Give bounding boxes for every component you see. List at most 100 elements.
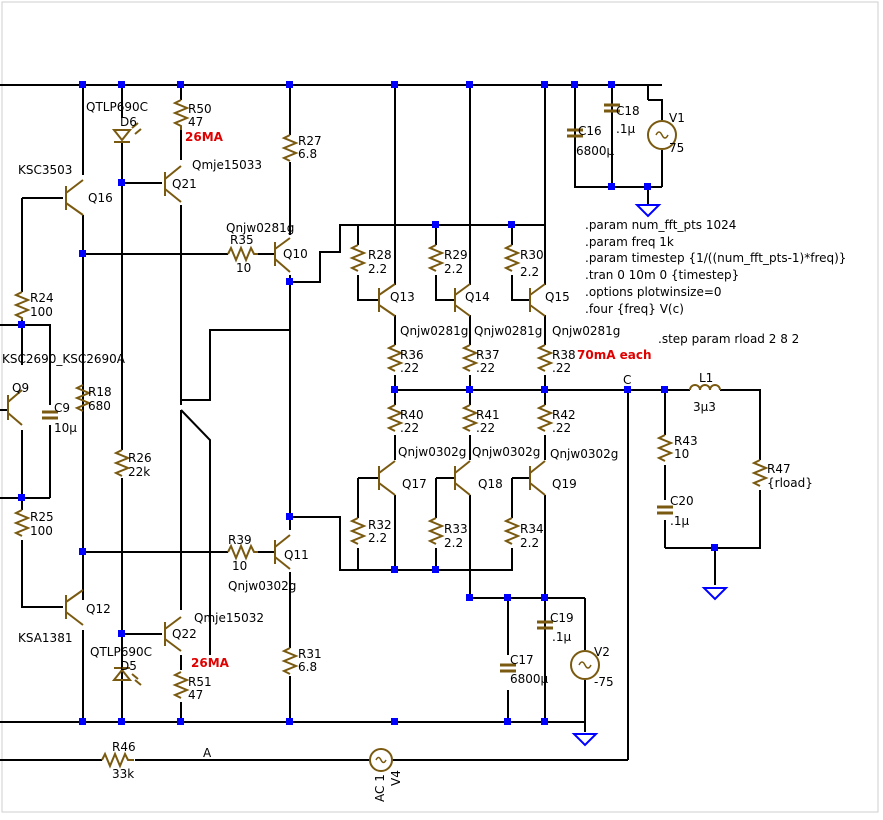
transistor-q21 [164,165,182,203]
transistor-q18 [454,460,471,496]
c9-ref-label: C9 [54,401,70,415]
q21-model-label: Qmje15033 [192,158,262,172]
r50-ref-label: R50 [188,102,212,116]
wires [0,84,761,761]
r24-value-label: 100 [30,305,53,319]
capacitor-c17 [500,663,516,673]
c20-ref-label: C20 [670,494,694,508]
capacitor-c19 [537,620,553,630]
resistor-r42 [536,404,554,432]
resistor-r50 [172,99,190,130]
resistor-r51 [172,671,190,699]
spice-directive-line: .options plotwinsize=0 [585,285,722,299]
c19-ref-label: C19 [550,611,574,625]
r25-value-label: 100 [30,524,53,538]
q10-model-label: Qnjw0281g [226,221,294,235]
q22-model-label: Qmje15032 [194,611,264,625]
d6-model-label: QTLP690C [86,100,148,114]
r39-ref-label: R39 [228,533,252,547]
v4-ref-label: V4 [389,770,403,786]
spice-directive-line: .param freq 1k [585,235,674,249]
spice-directive-line: .param num_fft_pts 1024 [585,218,736,232]
r32-ref-label: R32 [368,518,392,532]
r32-value-label: 2.2 [368,531,387,545]
q15-model-label: Qnjw0281g [552,324,620,338]
bias-current-annotation-bottom: 26MA [191,656,230,670]
r18-ref-label: R18 [88,385,112,399]
r41-value-label: .22 [476,421,495,435]
r34-ref-label: R34 [520,522,544,536]
voltage-source-v1 [647,120,677,150]
led-d5 [111,667,142,686]
r43-ref-label: R43 [674,434,698,448]
r28-value-label: 2.2 [368,262,387,276]
r38-ref-label: R38 [552,348,576,362]
r39-value-label: 10 [232,559,247,573]
r42-ref-label: R42 [552,408,576,422]
d6-ref-label: D6 [120,115,137,129]
r42-value-label: .22 [552,421,571,435]
transistor-q15 [529,283,546,317]
transistor-q11 [274,534,291,570]
r36-ref-label: R36 [400,348,424,362]
q21-ref-label: Q21 [172,177,197,191]
capacitor-c16 [567,120,583,138]
r31-value-label: 6.8 [298,660,317,674]
q13-model-label: Qnjw0281g [400,324,468,338]
l1-ref-label: L1 [699,371,713,385]
q9-ref-label: Q9 [12,381,29,395]
spice-directive-block: .param num_fft_pts 1024 .param freq 1k .… [585,218,846,316]
r35-ref-label: R35 [230,233,254,247]
q15-ref-label: Q15 [545,290,570,304]
resistor-r38 [536,344,554,372]
q11-ref-label: Q11 [284,548,309,562]
r46-ref-label: R46 [112,740,136,754]
r47-ref-label: R47 [767,462,791,476]
r46-value-label: 33k [112,767,134,781]
c18-ref-label: C18 [616,104,640,118]
c20-value-label: .1µ [670,514,689,528]
resistor-r26 [113,449,131,477]
r40-ref-label: R40 [400,408,424,422]
spice-directive-line: .tran 0 10m 0 {timestep} [585,268,739,282]
resistor-r27 [281,134,299,162]
capacitor-c18 [604,103,620,113]
resistor-r36 [386,344,404,372]
r26-value-label: 22k [128,465,150,479]
v4-value-label: AC 1 [373,774,387,802]
output-current-annotation: 70mA each [577,348,652,362]
resistor-r28 [349,244,367,272]
r51-value-label: 47 [188,688,203,702]
c17-ref-label: C17 [510,653,534,667]
ground-symbol-top [634,204,662,218]
l1-value-label: 3µ3 [693,400,716,414]
resistor-r18 [74,384,92,412]
r34-value-label: 2.2 [520,536,539,550]
transistor-q9 [7,389,23,426]
q12-model-label: KSA1381 [18,631,72,645]
q13-ref-label: Q13 [390,290,415,304]
v1-value-label: 75 [669,141,684,155]
r51-ref-label: R51 [188,675,212,689]
transistor-q17 [378,460,396,496]
transistor-q19 [529,460,546,496]
r29-ref-label: R29 [444,248,468,262]
resistor-r31 [281,647,299,675]
q19-ref-label: Q19 [552,477,577,491]
d5-model-label: QTLP690C [90,645,152,659]
transistor-q13 [378,283,396,317]
r43-value-label: 10 [674,447,689,461]
resistor-r30 [503,244,521,272]
c19-value-label: .1µ [552,630,571,644]
resistor-r33 [427,517,445,545]
led-d6 [111,122,142,143]
q9-model-label: KSC2690_KSC2690A [2,352,126,366]
r33-ref-label: R33 [444,522,468,536]
ground-symbol-bottom [571,733,599,747]
transistor-q12 [65,589,84,626]
r18-value-label: 680 [88,399,111,413]
r24-ref-label: R24 [30,291,54,305]
transistor-q14 [454,283,471,317]
